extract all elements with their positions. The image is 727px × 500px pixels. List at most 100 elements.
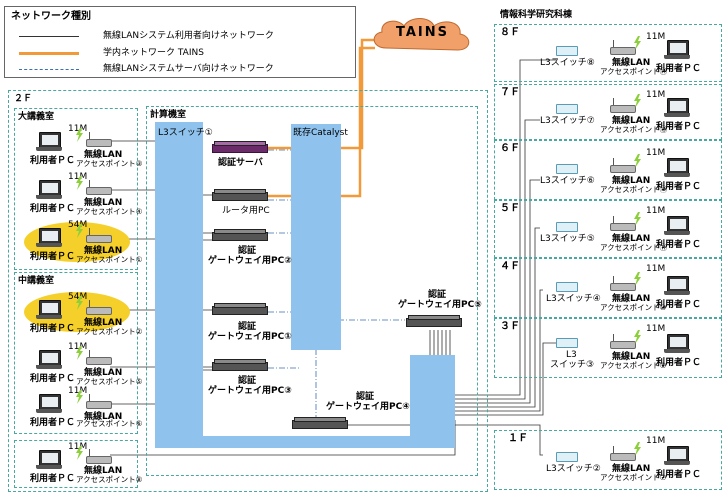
- access-point-icon: [86, 300, 112, 315]
- access-point-icon: [610, 216, 636, 231]
- wireless-icon: [76, 128, 83, 142]
- l3-switch-icon: [556, 46, 578, 56]
- ap-sub-label: アクセスポイント⑧: [76, 475, 143, 484]
- user-pc-label: 利用者ＰＣ: [656, 470, 702, 480]
- ap-sub-label: アクセスポイント⑥: [76, 419, 143, 428]
- floor-box-5f: [494, 200, 722, 258]
- ap-sub-label: アクセスポイント④: [76, 207, 143, 216]
- switch-label: L3スイッチ②: [546, 464, 601, 474]
- auth-server-label: 認証サーバ: [218, 158, 263, 168]
- ap-sub-label: アクセスポイント⑨: [600, 361, 667, 370]
- gateway-pc-4-label-b: ゲートウェイ用PC④: [326, 402, 410, 412]
- legend-line-server: [19, 69, 79, 70]
- ap-label: 無線LAN: [612, 176, 651, 186]
- switch-label: L3スイッチ⑦: [540, 116, 595, 126]
- user-pc-label: 利用者ＰＣ: [656, 358, 702, 368]
- floor-label: １Ｆ: [508, 433, 528, 444]
- gateway-pc-4-icon: [294, 417, 346, 422]
- gateway-pc-2-icon: [214, 229, 266, 234]
- gateway-pc-3-label-b: ゲートウェイ用PC③: [208, 386, 292, 396]
- floor-label: ６Ｆ: [500, 143, 520, 154]
- floor-box-1f: [494, 430, 722, 490]
- ap-sub-label: アクセスポイント⑭: [600, 67, 668, 76]
- l3-switch-icon: [556, 338, 578, 348]
- legend-box: ネットワーク種別 無線LANシステム利用者向けネットワーク 学内ネットワーク T…: [4, 6, 356, 78]
- floor-label: ３Ｆ: [500, 321, 520, 332]
- ap-sub-label: アクセスポイント②: [76, 327, 143, 336]
- floor-box-7f: [494, 84, 722, 140]
- extra-unit-box: [14, 440, 138, 488]
- info-building-title: 情報科学研究科棟: [500, 10, 573, 20]
- speed-label: 11M: [68, 386, 88, 396]
- wireless-icon: [634, 442, 641, 456]
- speed-label: 54M: [68, 220, 88, 230]
- laptop-icon: [36, 350, 62, 370]
- floor2-label: ２Ｆ: [14, 94, 33, 104]
- laptop-icon: [664, 276, 690, 296]
- laptop-icon: [36, 132, 62, 152]
- user-pc-label: 利用者ＰＣ: [30, 156, 76, 166]
- legend-line-tains: [19, 52, 79, 55]
- ap-sub-label: アクセスポイント⑫: [600, 185, 668, 194]
- access-point-icon: [86, 132, 112, 147]
- gateway-pc-1-icon: [214, 303, 266, 308]
- switch-label-a: L3: [566, 350, 577, 360]
- l3-switch-icon: [556, 222, 578, 232]
- gateway-pc-3-icon: [214, 359, 266, 364]
- switch-label-b: スイッチ③: [550, 360, 595, 370]
- user-pc-label: 利用者ＰＣ: [30, 418, 76, 428]
- speed-label: 11M: [646, 436, 666, 446]
- computer-room-title: 計算機室: [150, 110, 187, 120]
- ap-label: 無線LAN: [612, 58, 651, 68]
- ap-sub-label: アクセスポイント⑬: [600, 125, 668, 134]
- speed-label: 11M: [646, 264, 666, 274]
- tains-label: TAINS: [396, 25, 449, 40]
- ap-label: 無線LAN: [84, 368, 123, 378]
- legend-label-server: 無線LANシステムサーバ向けネットワーク: [103, 64, 274, 74]
- computer-room: [146, 106, 478, 476]
- speed-label: 11M: [646, 324, 666, 334]
- ap-sub-label: アクセスポイント⑩: [600, 303, 667, 312]
- access-point-icon: [86, 394, 112, 409]
- access-point-icon: [86, 350, 112, 365]
- user-pc-label: 利用者ＰＣ: [30, 474, 76, 484]
- gateway-pc-3-label-a: 認証: [238, 376, 257, 386]
- ap-label: 無線LAN: [84, 246, 123, 256]
- ap-label: 無線LAN: [84, 318, 123, 328]
- switch-label: L3スイッチ⑧: [540, 58, 595, 68]
- legend-line-user: [19, 36, 79, 37]
- l3-switch-icon: [556, 452, 578, 462]
- switch-label: L3スイッチ⑤: [540, 234, 595, 244]
- access-point-icon: [610, 40, 636, 55]
- user-pc-label: 利用者ＰＣ: [30, 252, 76, 262]
- wireless-icon: [634, 36, 641, 50]
- wireless-icon: [76, 296, 83, 310]
- floor2-area: [8, 90, 488, 492]
- l3-switch-icon: [556, 282, 578, 292]
- speed-label: 11M: [646, 32, 666, 42]
- floor-box-3f: [494, 318, 722, 378]
- user-pc-label: 利用者ＰＣ: [30, 204, 76, 214]
- ap-sub-label: アクセスポイント⑦: [600, 473, 667, 482]
- catalyst-label: 既存Catalyst: [293, 128, 348, 138]
- ap-label: 無線LAN: [612, 234, 651, 244]
- gateway-pc-5-label-a: 認証: [428, 290, 447, 300]
- speed-label: 11M: [68, 342, 88, 352]
- laptop-icon: [664, 216, 690, 236]
- access-point-icon: [610, 276, 636, 291]
- legend-title: ネットワーク種別: [11, 11, 91, 22]
- speed-label: 11M: [68, 172, 88, 182]
- laptop-icon: [36, 180, 62, 200]
- l3-switch-icon: [556, 104, 578, 114]
- ap-sub-label: アクセスポイント⑪: [600, 243, 668, 252]
- wireless-icon: [634, 154, 641, 168]
- access-point-icon: [610, 446, 636, 461]
- gateway-pc-1-label-a: 認証: [238, 322, 257, 332]
- wireless-icon: [76, 446, 83, 460]
- laptop-icon: [664, 40, 690, 60]
- user-pc-label: 利用者ＰＣ: [656, 64, 702, 74]
- ap-label: 無線LAN: [84, 150, 123, 160]
- access-point-icon: [610, 158, 636, 173]
- lecture-mid-room: [14, 272, 138, 434]
- laptop-icon: [664, 334, 690, 354]
